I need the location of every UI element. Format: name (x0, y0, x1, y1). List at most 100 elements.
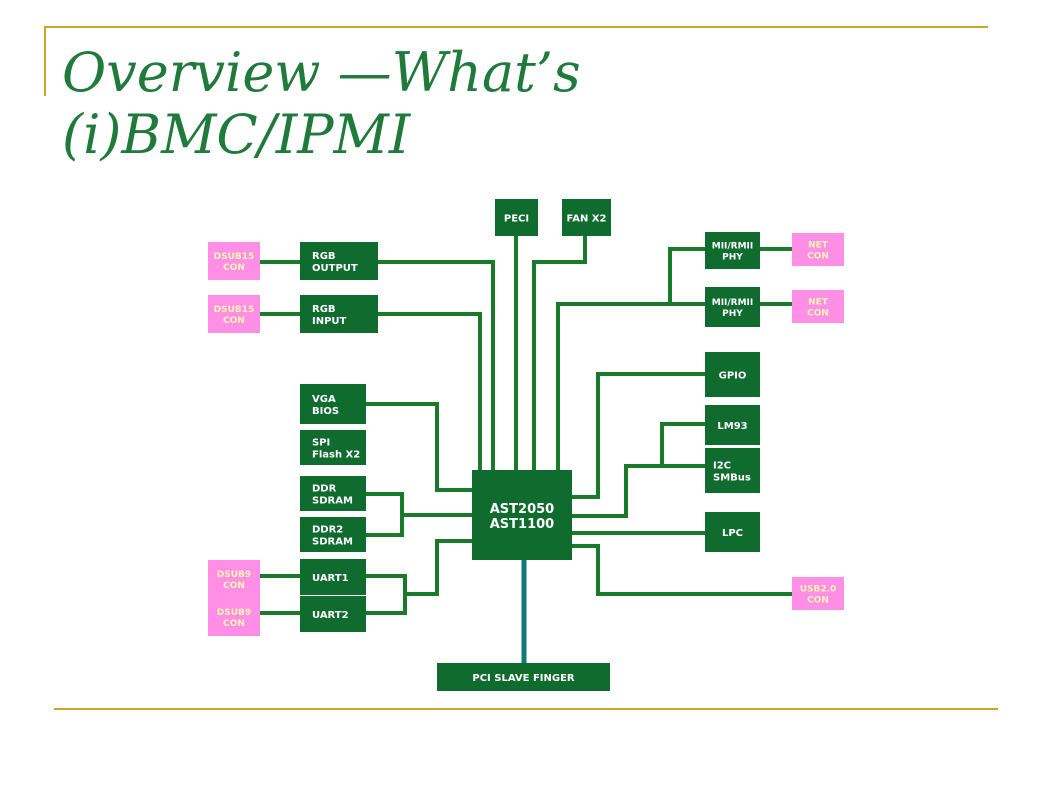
ddr-sdram-box-rect (300, 476, 366, 511)
lpc-box: LPC (705, 512, 760, 552)
line-uart-merge (405, 539, 472, 596)
fan-box-label: FAN X2 (567, 214, 607, 225)
ddr2-sdram-box-label: DDR2 (312, 525, 343, 536)
fan-box-rect (562, 199, 611, 236)
mii-rmii-phy-2-label: PHY (722, 309, 743, 319)
lm93-box-rect (705, 405, 760, 445)
uart2-box-label: UART2 (312, 610, 349, 621)
line-rgb-output (378, 260, 495, 470)
bottom-rule (54, 708, 998, 710)
spi-flash-box-label: SPI (312, 438, 330, 449)
i2c-smbus-box-label: I2C (713, 461, 731, 472)
dsub9-con-2-rect (208, 598, 260, 636)
net-con-1-label: CON (807, 252, 829, 262)
net-con-1-label: NET (808, 241, 829, 251)
line-i2c (572, 464, 705, 518)
pci-slave-finger-box-label: PCI SLAVE FINGER (472, 673, 575, 684)
line-ddr-sdram (366, 492, 404, 537)
peci-box-rect (495, 199, 538, 236)
dsub9-con-2-label: DSUB9 (217, 608, 251, 618)
mii-rmii-phy-2-rect (705, 287, 760, 327)
title-line-1: Overview —What’s (62, 41, 581, 104)
line-lm93 (660, 422, 705, 466)
mii-rmii-phy-2-label: MII/RMII (712, 298, 754, 308)
ddr2-sdram-box-label: SDRAM (312, 537, 353, 548)
uart2-box-rect (300, 596, 366, 632)
rgb-output-box-rect (300, 242, 378, 280)
title-line-2: (i)BMC/IPMI (62, 103, 411, 166)
net-con-1-rect (792, 233, 844, 266)
line-gpio (572, 372, 705, 499)
connection-lines (260, 236, 792, 663)
rgb-output-box-label: OUTPUT (312, 263, 358, 274)
ddr-sdram-box-label: DDR (312, 484, 337, 495)
line-rgb-input (378, 312, 482, 470)
usb-con-rect (792, 577, 844, 610)
line-fan (532, 236, 587, 470)
dsub15-con-1-label: DSUB15 (214, 252, 255, 262)
uart1-box: UART1 (300, 559, 366, 595)
dsub9-con-1-label: DSUB9 (217, 570, 251, 580)
fan-box: FAN X2 (562, 199, 611, 236)
pci-slave-finger-box: PCI SLAVE FINGER (437, 663, 610, 691)
line-phy2 (556, 302, 705, 470)
line-usb (572, 544, 792, 596)
mii-rmii-phy-1-label: MII/RMII (712, 242, 754, 252)
line-uart1 (366, 574, 407, 615)
gpio-box: GPIO (705, 352, 760, 397)
i2c-smbus-box-rect (705, 448, 760, 493)
usb-con-label: CON (807, 596, 829, 606)
dsub15-con-1-rect (208, 242, 260, 280)
top-rule (44, 26, 988, 28)
peci-box: PECI (495, 199, 538, 236)
uart1-box-label: UART1 (312, 573, 349, 584)
peci-box-label: PECI (504, 214, 529, 225)
dsub9-con-1-rect (208, 560, 260, 598)
gpio-box-rect (705, 352, 760, 397)
line-vga-bios (366, 402, 472, 492)
gpio-box-label: GPIO (719, 371, 747, 382)
ddr-sdram-box-label: SDRAM (312, 496, 353, 507)
vga-bios-box-rect (300, 384, 366, 424)
rgb-input-box-rect (300, 295, 378, 333)
lpc-box-rect (705, 512, 760, 552)
net-con-2-label: CON (807, 309, 829, 319)
mii-rmii-phy-1-rect (705, 232, 760, 269)
vga-bios-box-label: BIOS (312, 406, 339, 417)
net-con-2-rect (792, 290, 844, 323)
uart2-box: UART2 (300, 596, 366, 632)
lm93-box: LM93 (705, 405, 760, 445)
mii-rmii-phy-1-label: PHY (722, 253, 743, 263)
pci-slave-finger-box-rect (437, 663, 610, 691)
usb-con-label: USB2.0 (800, 585, 837, 595)
spi-flash-box-label: Flash X2 (312, 450, 360, 461)
dsub15-con-1-label: CON (223, 263, 245, 273)
uart1-box-rect (300, 559, 366, 595)
rgb-output-box-label: RGB (312, 251, 336, 262)
ast-core-box-label: AST1100 (490, 517, 554, 532)
net-con-2-label: NET (808, 298, 829, 308)
left-rule (44, 26, 46, 96)
dsub15-con-2-label: DSUB15 (214, 305, 255, 315)
ast-core-box-rect (472, 470, 572, 560)
lm93-box-label: LM93 (717, 421, 747, 432)
ddr2-sdram-box-rect (300, 517, 366, 552)
i2c-smbus-box-label: SMBus (713, 473, 751, 484)
dsub15-con-2-label: CON (223, 316, 245, 326)
